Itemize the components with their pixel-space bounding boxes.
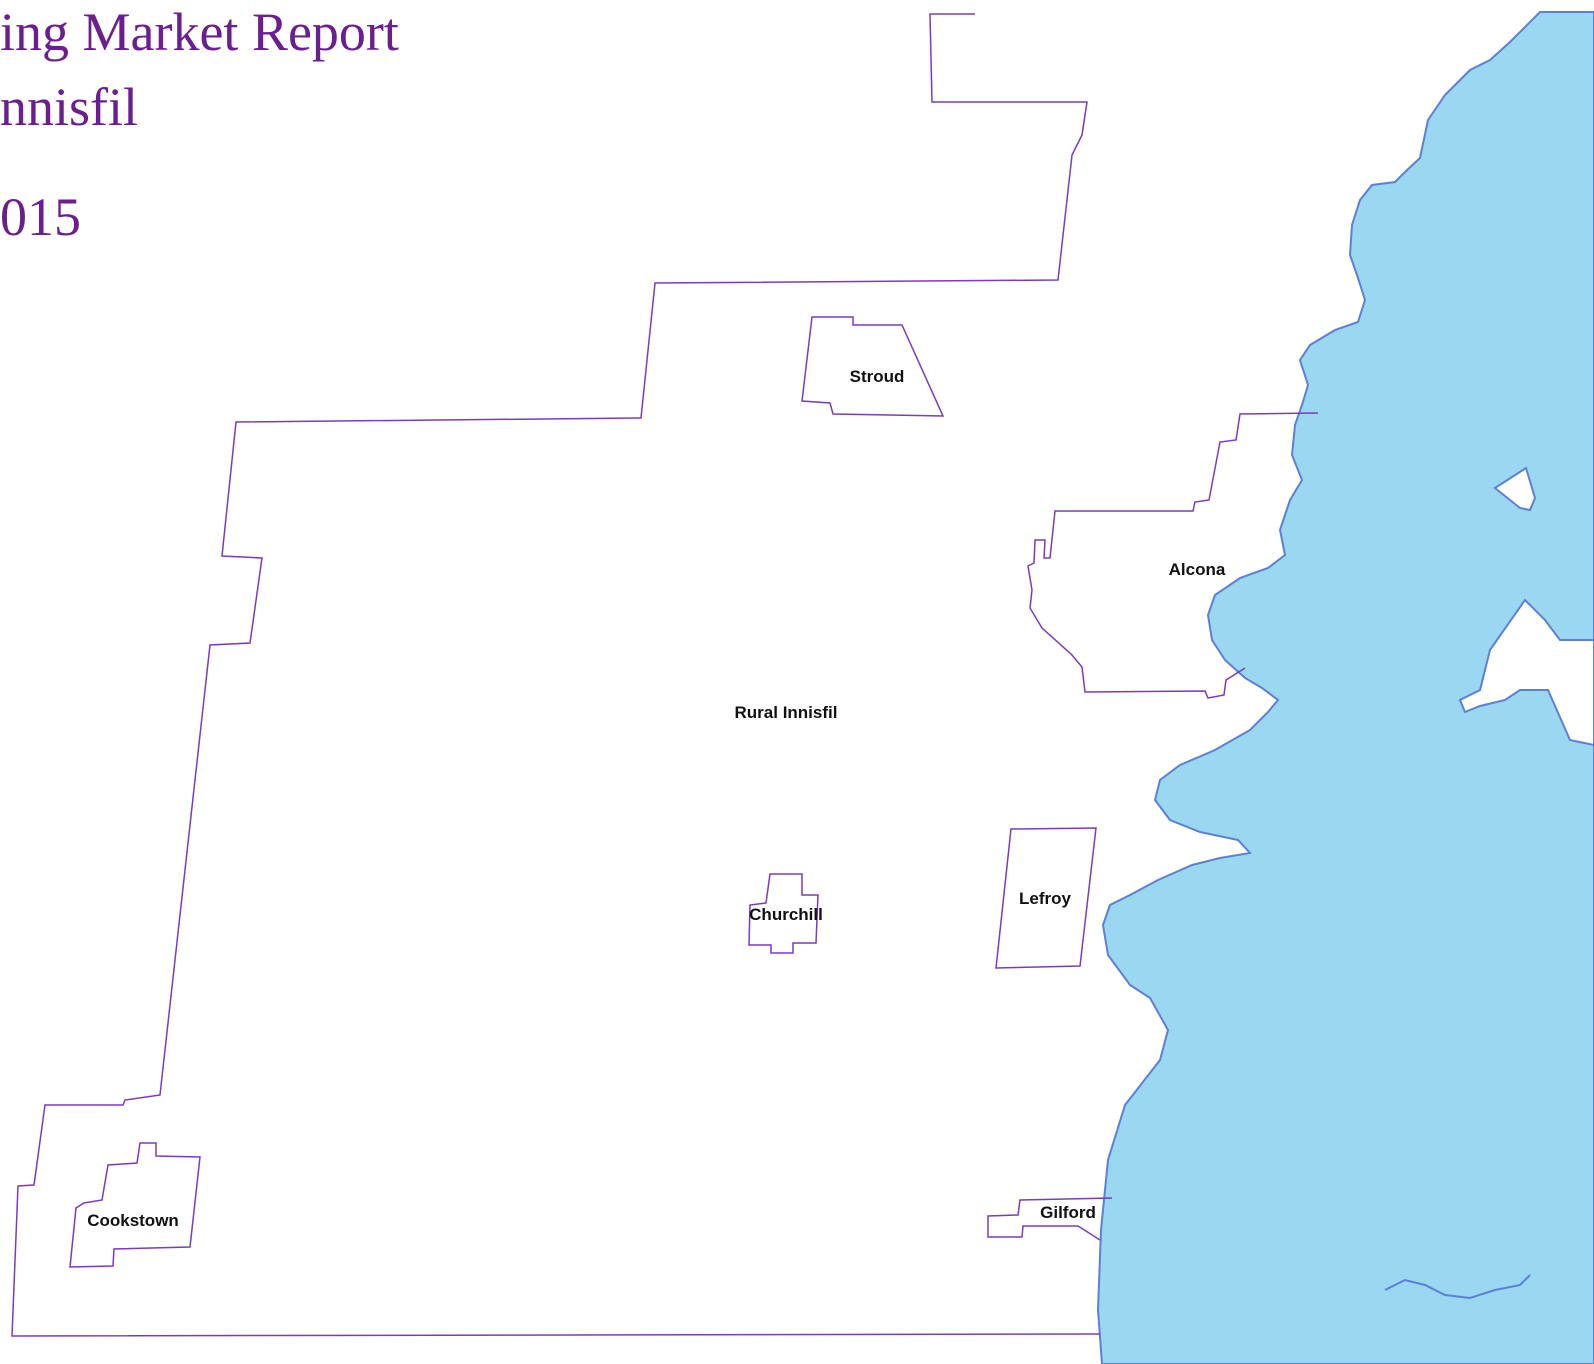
label-churchill: Churchill — [749, 905, 823, 924]
label-stroud: Stroud — [850, 367, 905, 386]
label-alcona: Alcona — [1169, 560, 1226, 579]
area-alcona-boundary — [1027, 412, 1319, 699]
area-gilford-boundary — [987, 1197, 1113, 1241]
title-line-2: nnisfil — [0, 77, 139, 137]
river — [1384, 1274, 1531, 1300]
title-line-1: ing Market Report — [0, 2, 399, 62]
label-rural-innisfil: Rural Innisfil — [735, 703, 838, 722]
area-stroud-boundary — [801, 316, 945, 417]
label-lefroy: Lefroy — [1019, 889, 1072, 908]
label-cookstown: Cookstown — [87, 1211, 179, 1230]
title-line-3: 015 — [0, 187, 81, 247]
lake-simcoe — [1096, 11, 1594, 1364]
area-churchill-boundary — [748, 873, 819, 954]
area-lefroy-boundary — [995, 827, 1097, 969]
island-georgina — [1458, 598, 1594, 747]
innisfil-boundary — [11, 13, 1101, 1337]
island-north — [1493, 466, 1537, 512]
label-gilford: Gilford — [1040, 1203, 1096, 1222]
area-cookstown-boundary — [69, 1142, 201, 1268]
